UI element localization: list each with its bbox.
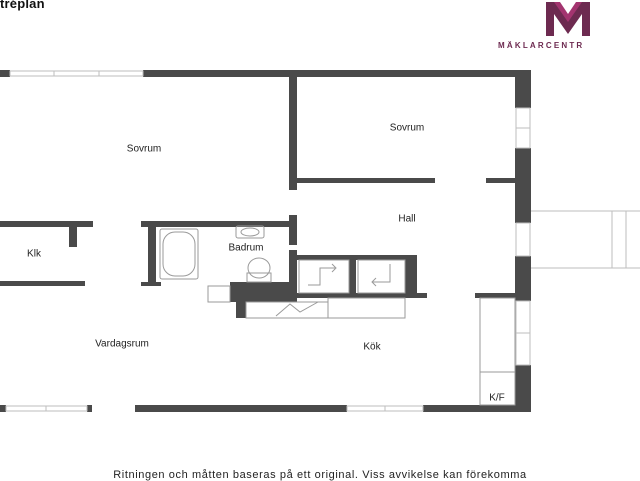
- floor-title: tréplan: [0, 0, 45, 11]
- brand-logo: [546, 2, 590, 36]
- disclaimer: Ritningen och måtten baseras på ett orig…: [113, 469, 527, 481]
- room-label-vardagsrum: Vardagsrum: [95, 338, 149, 350]
- room-label-sovrum-left: Sovrum: [126, 143, 162, 155]
- room-label-badrum: Badrum: [228, 242, 264, 254]
- bath-fixtures: [159, 225, 272, 283]
- room-label-hall: Hall: [398, 213, 416, 225]
- room-label-kok: Kök: [363, 341, 381, 353]
- windows: [5, 70, 531, 412]
- room-label-kf: K/F: [489, 392, 505, 404]
- kitchen-counter: [479, 297, 516, 406]
- balcony: [531, 210, 640, 269]
- stairs: [207, 285, 406, 319]
- room-label-sovrum-right: Sovrum: [389, 122, 425, 134]
- walls: [0, 70, 531, 412]
- closet-markings: [298, 259, 406, 294]
- room-label-klk: Klk: [27, 248, 41, 260]
- brand-logo-text: MÄKLARCENTR: [498, 41, 585, 50]
